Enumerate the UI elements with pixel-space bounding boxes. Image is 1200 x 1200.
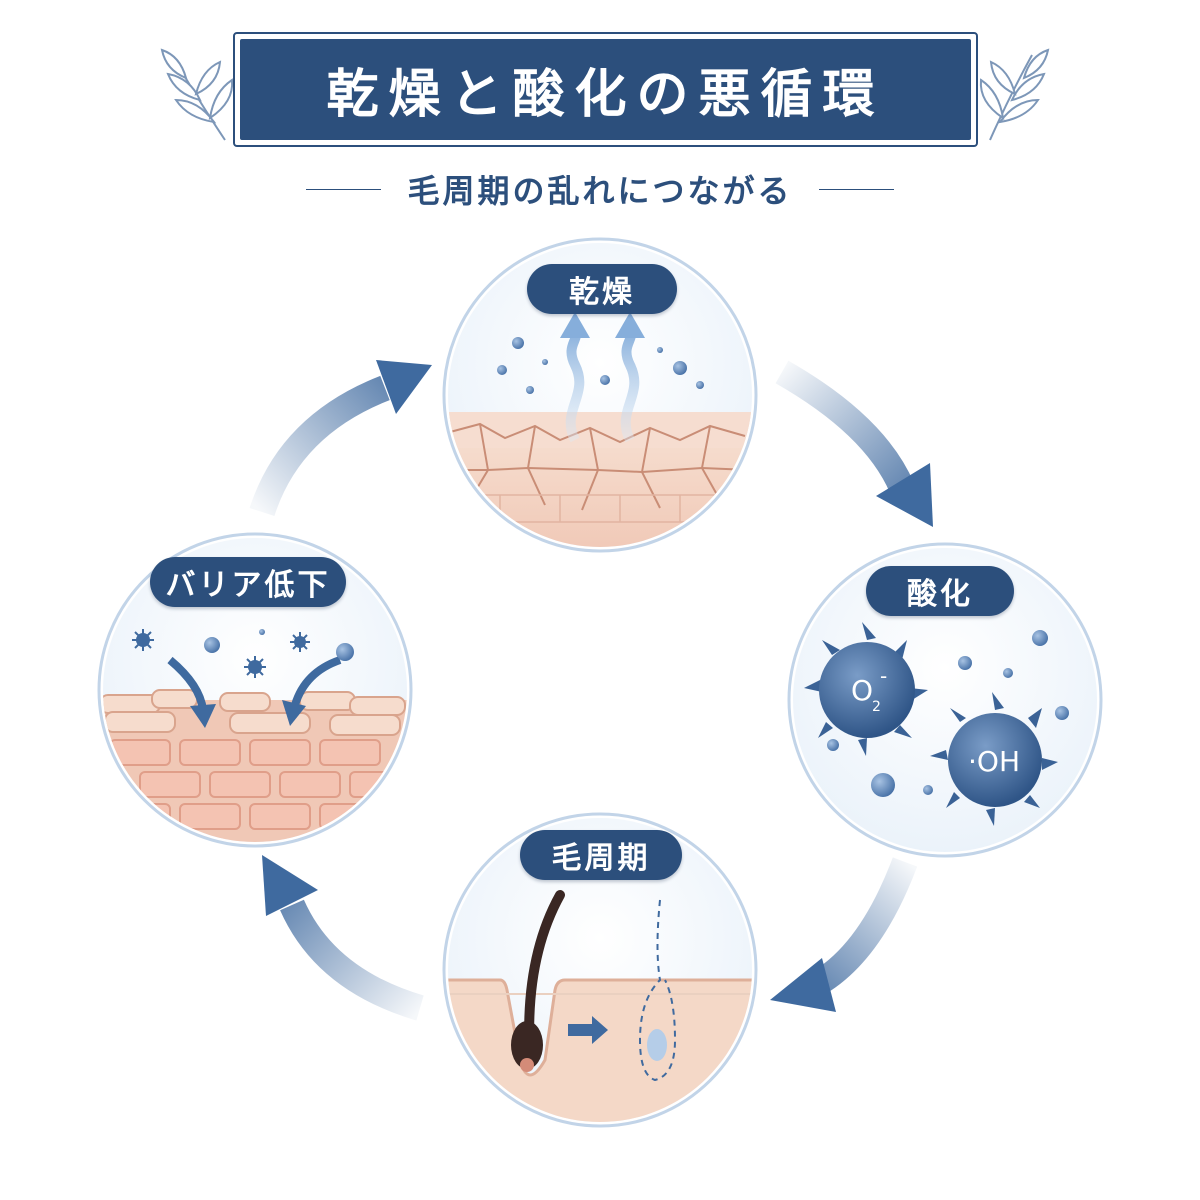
stage-label-dryness: 乾燥 [527,264,677,314]
barrier-illustration [97,532,413,848]
oxidation-illustration [787,542,1103,858]
radical-label-oh: ·OH [968,745,1020,778]
dryness-illustration [442,237,758,553]
cycle-arrow-icon [262,855,424,1021]
page-title: 乾燥と酸化の悪循環 [326,64,885,125]
radical-molecule-icon [930,692,1058,826]
leaf-sprig-icon [160,48,234,141]
radical-label-o2: O [851,674,873,707]
page-subtitle: 毛周期の乱れにつながる [407,172,793,210]
radical-label-o2-superscript: - [880,664,887,688]
cycle-arrow-icon [775,360,933,527]
stage-label-oxidation: 酸化 [866,566,1014,616]
subtitle-divider-right [818,188,894,190]
title-banner: 乾燥と酸化の悪循環 [240,39,971,140]
cycle-arrow-icon [249,360,432,517]
leaf-sprig-icon [979,48,1050,141]
radical-label-o2-subscript: 2 [872,699,881,715]
cycle-arrow-icon [770,857,918,1012]
hair-cycle-illustration [442,812,758,1128]
radical-molecule-icon [804,622,928,756]
stage-label-hair-cycle: 毛周期 [520,830,682,880]
stage-label-barrier: バリア低下 [150,557,346,607]
subtitle-divider-left [306,188,382,190]
subtitle-row: 毛周期の乱れにつながる [0,164,1200,214]
title-frame: 乾燥と酸化の悪循環 [233,32,978,147]
